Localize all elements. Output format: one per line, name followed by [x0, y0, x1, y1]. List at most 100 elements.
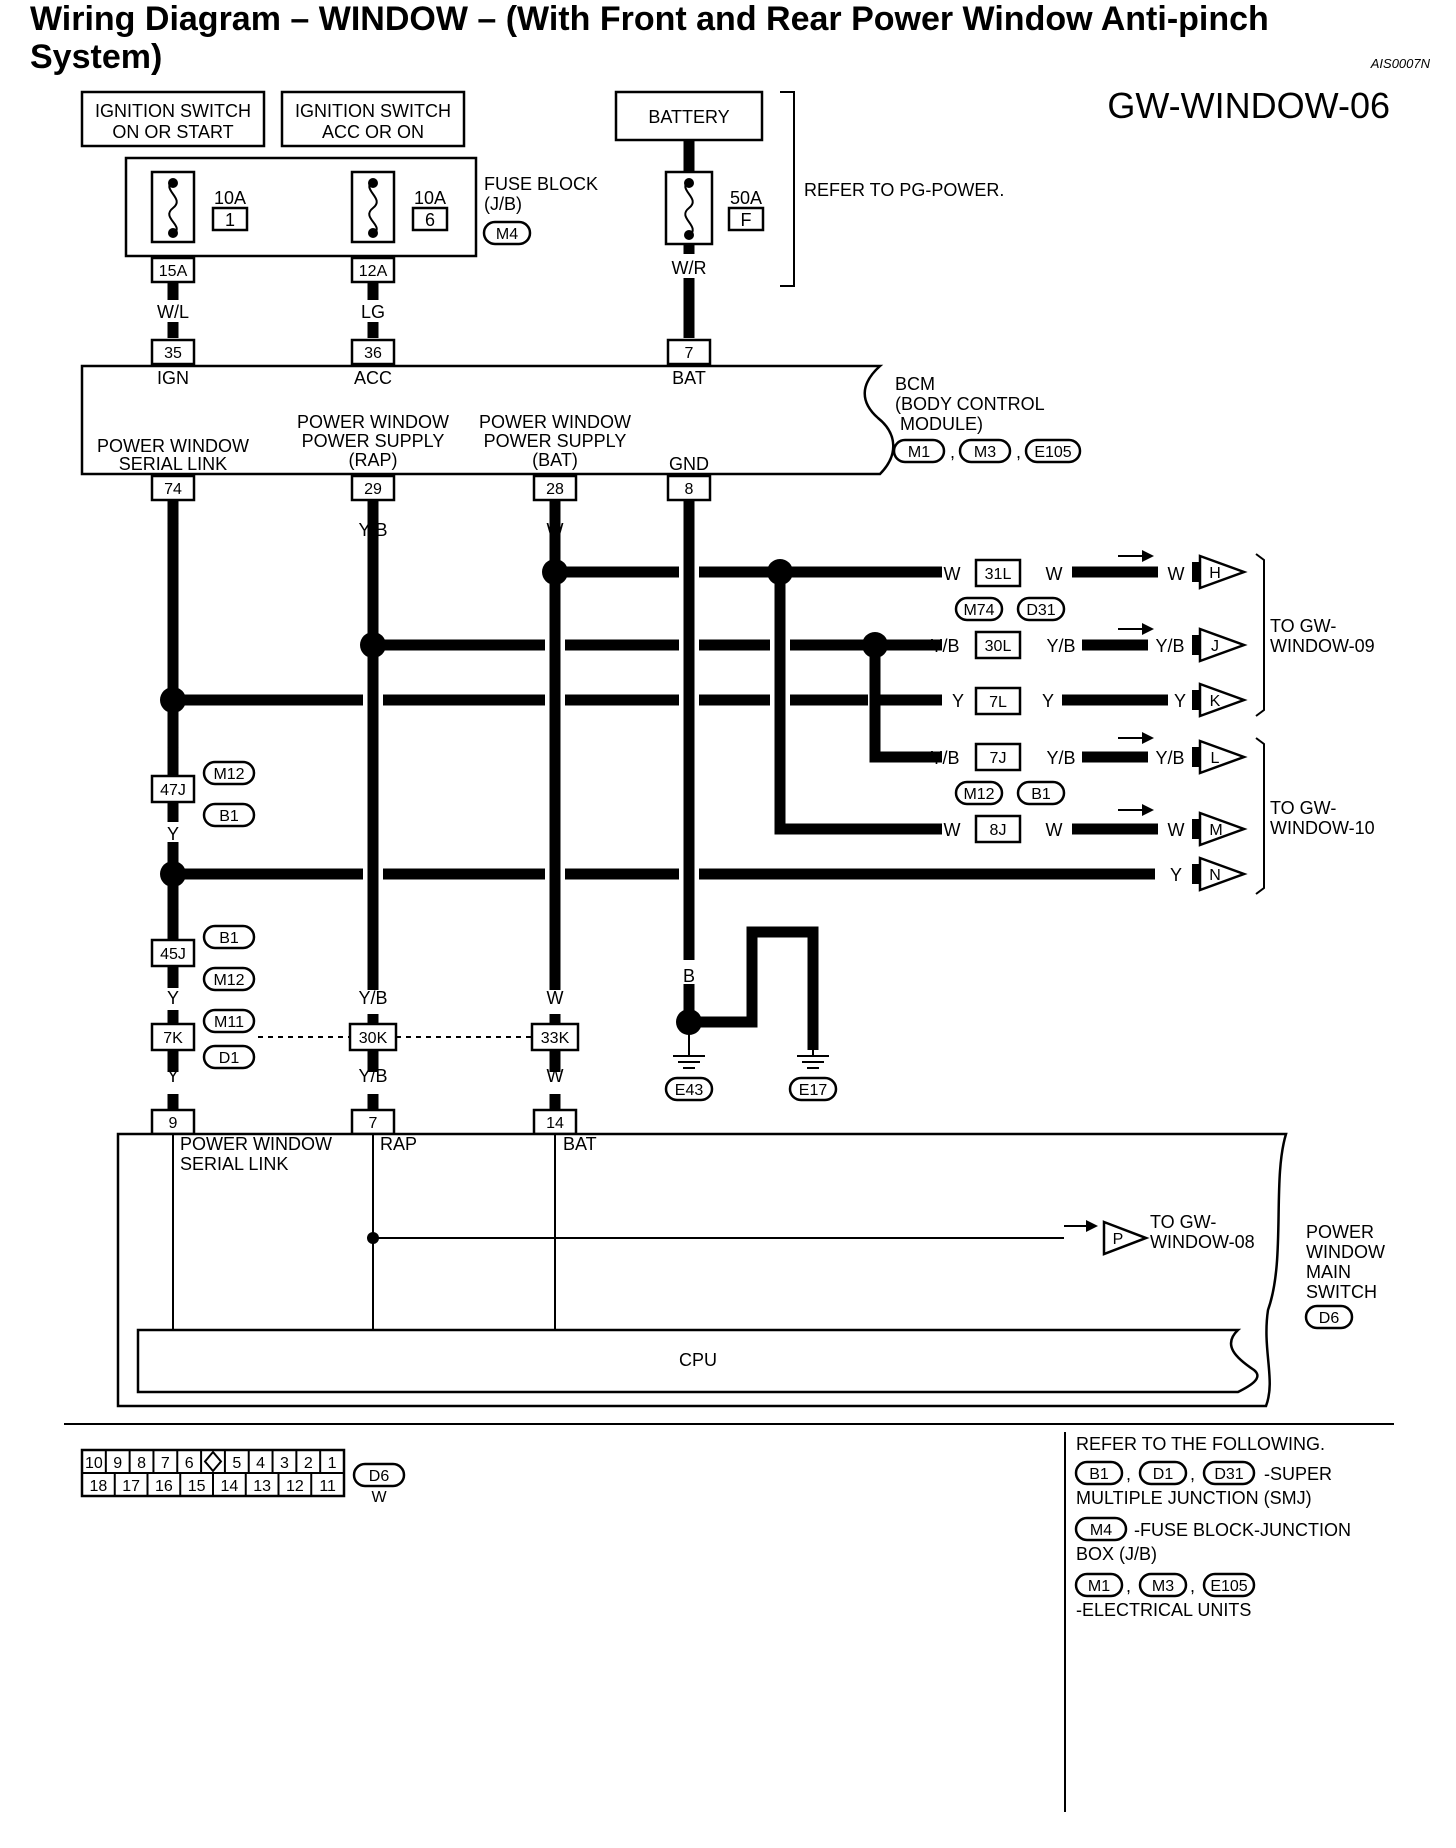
bcm-rap-label-2: POWER SUPPLY	[302, 431, 445, 451]
cpu-block: CPU	[136, 1328, 1259, 1394]
svg-text:D6: D6	[1319, 1310, 1340, 1327]
bcm-pin-36: 36 ACC	[350, 338, 396, 388]
svg-text:29: 29	[364, 481, 382, 498]
terminal-p: P	[1102, 1220, 1150, 1256]
svg-text:Y/B: Y/B	[930, 748, 959, 768]
wire-branch-w-m	[774, 572, 942, 835]
wire-color-n: Y	[1170, 865, 1182, 885]
connector-33k: 33K	[530, 1022, 580, 1052]
fuse-pin-15a: 15A	[150, 256, 196, 284]
svg-text:Y: Y	[952, 691, 964, 711]
connector-m4-badge	[482, 220, 532, 246]
svg-text:(J/B): (J/B)	[484, 194, 522, 214]
wire-color-b-e43: B	[683, 966, 695, 986]
terminal-l: L	[1192, 739, 1248, 775]
svg-text:M12: M12	[213, 972, 244, 989]
svg-text:IGNITION SWITCH: IGNITION SWITCH	[95, 101, 251, 121]
face-pin-number: 4	[256, 1455, 265, 1472]
bcm-pin-8: 8	[666, 474, 712, 502]
wire-color-wl: W/L	[157, 302, 189, 322]
svg-text:47J: 47J	[160, 782, 186, 799]
diagram-title-line1: Wiring Diagram – WINDOW – (With Front an…	[30, 0, 1269, 38]
svg-text:M4: M4	[1090, 1522, 1112, 1539]
svg-text:POWER WINDOW: POWER WINDOW	[180, 1134, 332, 1154]
connector-31l: 31L W W M74 D31	[944, 558, 1066, 622]
wire-color-yb-30k-top: Y/B	[358, 988, 387, 1008]
to-gw-window-08-line1: TO GW-	[1150, 1212, 1216, 1232]
bracket-window-09	[1255, 553, 1265, 717]
svg-text:74: 74	[164, 481, 182, 498]
svg-text:14: 14	[546, 1115, 564, 1132]
to-gw-window-08-line2: WINDOW-08	[1150, 1232, 1255, 1252]
svg-text:M12: M12	[213, 766, 244, 783]
fuse-f: 50A F	[664, 140, 765, 246]
svg-text:-SUPER: -SUPER	[1264, 1464, 1332, 1484]
pg-power-bracket	[780, 91, 795, 287]
bcm-pin-35: 35 IGN	[150, 338, 196, 388]
svg-text:D31: D31	[1214, 1466, 1243, 1483]
terminal-k: K	[1192, 682, 1248, 718]
refer-section: REFER TO THE FOLLOWING. B1 , D1 , D31 -S…	[1074, 1434, 1351, 1620]
wire-color-y-45j-top: Y	[167, 906, 179, 926]
wire-color-k: Y	[1174, 691, 1186, 711]
connector-7k: 7K M11 D1	[150, 1008, 256, 1070]
svg-text:45J: 45J	[160, 946, 186, 963]
svg-text:30L: 30L	[985, 638, 1012, 655]
to-gw-window-10-line2: WINDOW-10	[1270, 818, 1375, 838]
refer-title: REFER TO THE FOLLOWING.	[1076, 1434, 1325, 1454]
face-pin-number: 17	[122, 1478, 140, 1495]
svg-text:35: 35	[164, 345, 182, 362]
wire-color-b-e17: B	[807, 966, 819, 986]
to-gw-window-09-line1: TO GW-	[1270, 616, 1336, 636]
svg-text:BOX (J/B): BOX (J/B)	[1076, 1544, 1157, 1564]
ground-e17: E17	[788, 1050, 838, 1102]
svg-text:7K: 7K	[163, 1030, 183, 1047]
svg-text:M12: M12	[963, 786, 994, 803]
svg-text:B1: B1	[1031, 786, 1051, 803]
svg-text:-FUSE BLOCK-JUNCTION: -FUSE BLOCK-JUNCTION	[1134, 1520, 1351, 1540]
bcm-batps-label-3: (BAT)	[532, 450, 578, 470]
svg-text:BATTERY: BATTERY	[648, 107, 729, 127]
svg-text:E105: E105	[1210, 1578, 1247, 1595]
svg-text:7J: 7J	[990, 750, 1007, 767]
bcm-pin-7: 7 BAT	[666, 338, 712, 388]
svg-text:W: W	[371, 1489, 387, 1506]
svg-text:MULTIPLE JUNCTION (SMJ): MULTIPLE JUNCTION (SMJ)	[1076, 1488, 1312, 1508]
svg-text:M: M	[1209, 822, 1222, 839]
wire-color-w-bottom: W	[547, 1066, 564, 1086]
svg-text:N: N	[1209, 867, 1221, 884]
svg-text:D31: D31	[1026, 602, 1055, 619]
svg-text:M74: M74	[963, 602, 994, 619]
bcm-serial-label-1: POWER WINDOW	[97, 436, 249, 456]
svg-text:B1: B1	[1089, 1466, 1109, 1483]
main-switch-pin-7: 7	[350, 1108, 396, 1136]
bcm-unit: BCM (BODY CONTROL MODULE) M1 , M3 , E105	[80, 364, 1082, 476]
svg-text:FUSE BLOCK: FUSE BLOCK	[484, 174, 598, 194]
wire-color-wr: W/R	[672, 258, 707, 278]
bcm-gnd-label: GND	[669, 454, 709, 474]
face-pin-number: 11	[319, 1478, 336, 1495]
svg-text:BCM: BCM	[895, 374, 935, 394]
svg-text:15A: 15A	[159, 263, 188, 280]
svg-text:50A: 50A	[730, 188, 762, 208]
svg-text:MAIN: MAIN	[1306, 1262, 1351, 1282]
svg-text:,: ,	[1126, 1464, 1131, 1484]
svg-text:W: W	[1046, 820, 1063, 840]
face-pin-number: 2	[304, 1455, 313, 1472]
svg-text:33K: 33K	[541, 1030, 570, 1047]
svg-text:BAT: BAT	[672, 368, 706, 388]
fuse-1: 10A 1	[150, 170, 249, 244]
svg-text:IGN: IGN	[157, 368, 189, 388]
face-pin-number: 13	[253, 1478, 271, 1495]
connector-30k: 30K	[348, 1022, 398, 1052]
svg-text:CPU: CPU	[679, 1350, 717, 1370]
svg-text:SERIAL LINK: SERIAL LINK	[180, 1154, 288, 1174]
svg-text:6: 6	[425, 210, 435, 230]
fuse-6: 10A 6	[350, 170, 449, 244]
bcm-rap-label-3: (RAP)	[349, 450, 398, 470]
svg-text:M1: M1	[1088, 1578, 1110, 1595]
svg-text:E43: E43	[675, 1082, 704, 1099]
svg-text:MODULE): MODULE)	[900, 414, 983, 434]
svg-text:P: P	[1113, 1231, 1124, 1248]
